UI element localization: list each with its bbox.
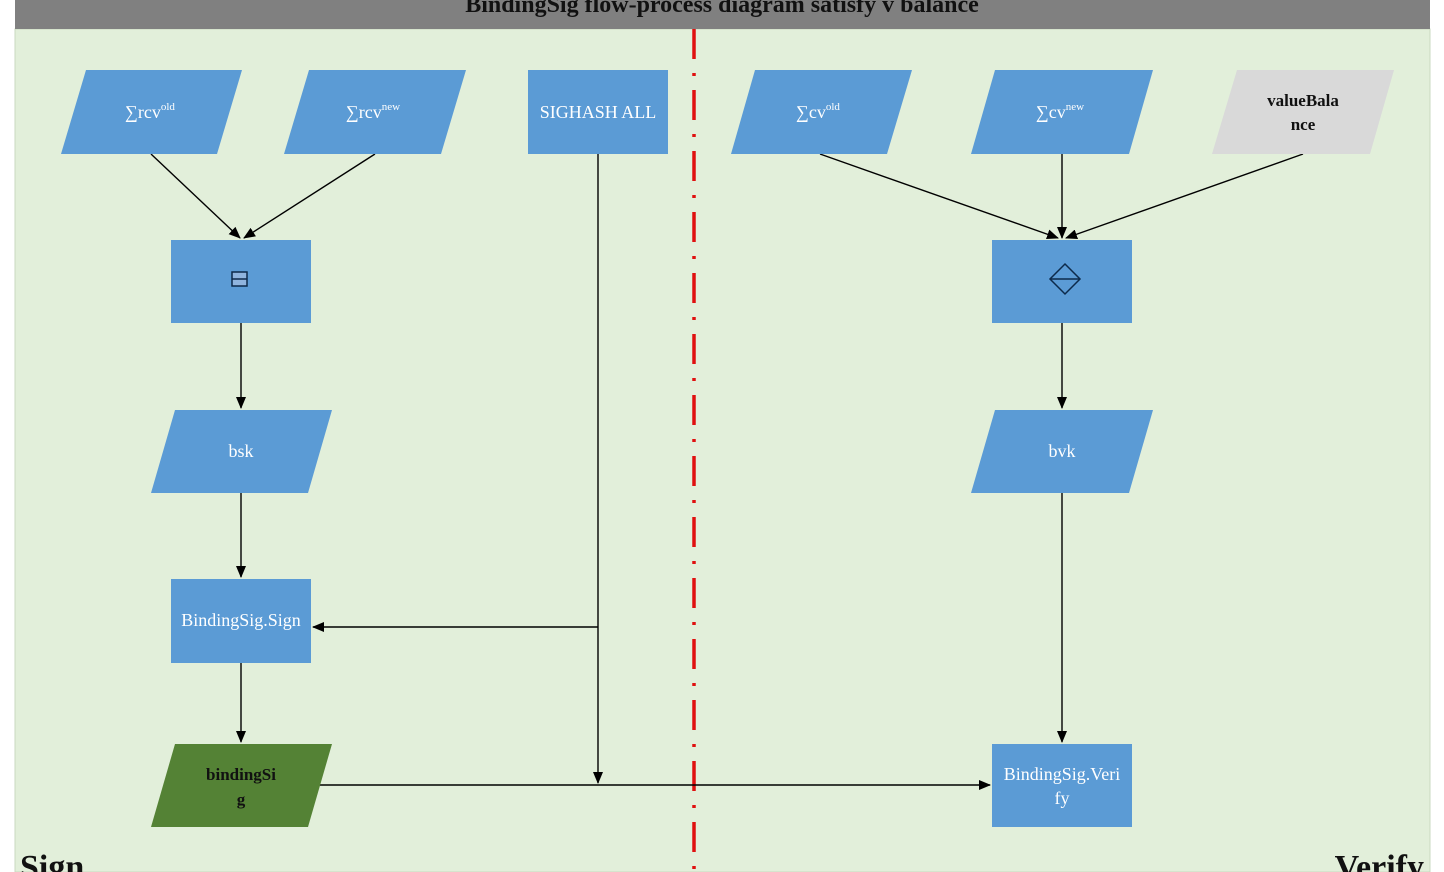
diamond-icon (1048, 262, 1082, 296)
lane-label-sign: Sign (20, 849, 84, 872)
node-binding-sig[interactable]: bindingSi g (151, 744, 332, 827)
node-rcv-new[interactable]: ∑rcvnew (284, 70, 466, 154)
lane-label-verify: Verify (1335, 849, 1424, 872)
node-combine[interactable] (992, 240, 1132, 323)
title-bar (15, 0, 1430, 29)
node-subtract[interactable] (171, 240, 311, 323)
node-cv-new[interactable]: ∑cvnew (971, 70, 1153, 154)
node-value-balance[interactable]: valueBala nce (1212, 70, 1394, 154)
svg-text:BindingSig.Sign: BindingSig.Sign (181, 610, 301, 630)
svg-text:bsk: bsk (228, 441, 253, 461)
svg-text:∑rcvnew: ∑rcvnew (346, 101, 400, 122)
svg-text:valueBala: valueBala (1267, 91, 1339, 110)
edges (150, 153, 1304, 790)
node-bindingsig-verify[interactable]: BindingSig.Veri fy (992, 744, 1132, 827)
node-cv-old[interactable]: ∑cvold (731, 70, 912, 154)
svg-text:bindingSi: bindingSi (206, 765, 276, 784)
node-sighash-all[interactable]: SIGHASH ALL (528, 70, 668, 154)
node-bindingsig-sign[interactable]: BindingSig.Sign (171, 579, 311, 663)
svg-text:nce: nce (1291, 115, 1316, 134)
svg-text:SIGHASH ALL: SIGHASH ALL (540, 102, 657, 122)
svg-text:fy: fy (1055, 788, 1070, 808)
node-bvk[interactable]: bvk (971, 410, 1153, 493)
svg-text:∑cvold: ∑cvold (796, 101, 840, 122)
node-bsk[interactable]: bsk (151, 410, 332, 493)
box-minus-icon (231, 271, 248, 287)
svg-text:bvk: bvk (1049, 441, 1076, 461)
svg-text:BindingSig.Veri: BindingSig.Veri (1004, 764, 1121, 784)
node-rcv-old[interactable]: ∑rcvold (61, 70, 242, 154)
svg-text:∑rcvold: ∑rcvold (125, 101, 175, 122)
svg-text:g: g (237, 790, 246, 809)
svg-text:∑cvnew: ∑cvnew (1036, 101, 1084, 122)
diagram-title: BindingSig flow-process diagram satisfy … (465, 0, 979, 18)
